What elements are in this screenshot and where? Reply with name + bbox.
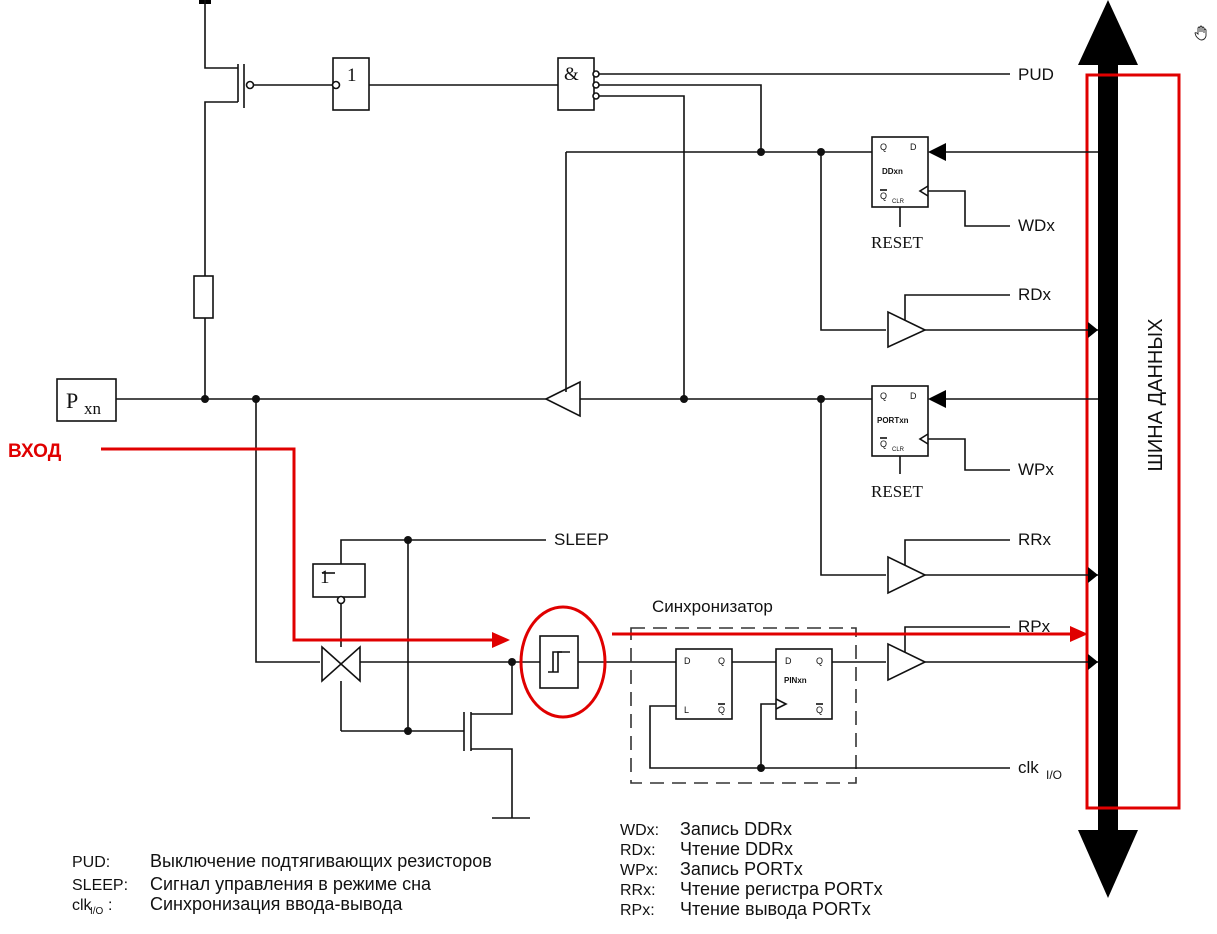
sleep-label: SLEEP [554,530,609,549]
svg-text::: : [108,897,112,914]
svg-text:Q: Q [880,391,887,401]
svg-text:Q: Q [880,439,887,449]
svg-text:SLEEP:: SLEEP: [72,877,128,894]
svg-text:WPx:: WPx: [620,862,658,879]
svg-text:D: D [785,656,792,666]
ddxn-register: Q D DDxn Q CLR [565,136,1098,380]
svg-text:RPx:: RPx: [620,902,655,919]
svg-text:Синхронизация ввода-вывода: Синхронизация ввода-вывода [150,894,403,914]
svg-text:DDxn: DDxn [882,167,903,176]
ddxn-flipflop [871,136,929,208]
rrx-buffer [887,539,1098,595]
wpx-label: WPx [1018,460,1054,479]
svg-text:Чтение вывода PORTx: Чтение вывода PORTx [680,899,871,919]
svg-text:Q: Q [880,191,887,201]
hand-cursor-icon [1194,25,1207,41]
bus-label: ШИНА ДАННЫХ [1145,319,1167,472]
input-annotation-label: ВХОД [8,441,62,462]
svg-text:1: 1 [347,65,357,86]
pullup-resistor [193,275,214,319]
clk-sub-label: I/O [1046,768,1062,782]
svg-text:PORTxn: PORTxn [877,416,909,425]
data-bus [1078,0,1138,898]
svg-text:PINxn: PINxn [784,676,807,685]
svg-text:CLR: CLR [892,447,905,453]
svg-text:Чтение регистра PORTx: Чтение регистра PORTx [680,879,883,899]
svg-text:&: & [564,64,579,85]
svg-text:Q: Q [816,705,823,715]
svg-text:I/O: I/O [90,906,104,917]
reset-portxn-label: RESET [871,482,924,501]
wdx-label: WDx [1018,216,1055,235]
svg-text:L: L [684,705,689,715]
svg-text:D: D [910,142,917,152]
svg-text:Запись DDRx: Запись DDRx [680,819,792,839]
synchronizer-frame [630,627,857,784]
svg-text:RDx:: RDx: [620,842,656,859]
legend-right: WDx: Запись DDRx RDx: Чтение DDRx WPx: З… [620,819,883,919]
svg-text:1: 1 [320,567,330,588]
input-path: 1 [255,399,546,819]
svg-text:Q: Q [816,656,823,666]
sync-latch: D Q L Q [675,648,776,720]
svg-text:clk: clk [72,897,93,914]
svg-text:PUD:: PUD: [72,854,110,871]
svg-text:CLR: CLR [892,199,905,205]
synchronizer-label: Синхронизатор [652,597,773,616]
svg-text:Q: Q [718,656,725,666]
schmitt-trigger [539,635,676,689]
svg-text:Сигнал управления в режиме сна: Сигнал управления в режиме сна [150,874,432,894]
reset-ddxn-label: RESET [871,233,924,252]
bus-highlight-frame [1085,73,1181,810]
svg-text:D: D [910,391,917,401]
pinxn-flipflop: D Q PINxn Q [775,648,886,720]
pud-label: PUD [1018,65,1054,84]
and-gate-top: & [557,57,1010,399]
svg-text:Чтение DDRx: Чтение DDRx [680,839,793,859]
svg-text:RRx:: RRx: [620,882,656,899]
rdx-buffer [887,294,1098,349]
rpx-label: RPx [1018,617,1051,636]
schmitt-highlight-circle [519,605,607,719]
sleep-inverter [312,563,366,598]
svg-text:Q: Q [718,705,725,715]
svg-text:D: D [684,656,691,666]
svg-text:xn: xn [84,399,102,418]
legend-left: PUD: Выключение подтягивающих резисторов… [72,851,492,917]
portxn-register: Q D PORTxn Q CLR [820,385,1098,576]
svg-text:P: P [66,388,78,413]
svg-text:Q: Q [880,142,887,152]
or-gate-top: 1 [331,57,558,111]
output-driver [544,380,581,418]
rrx-label: RRx [1018,530,1052,549]
svg-text:WDx:: WDx: [620,822,659,839]
input-path-highlight-arrow [101,447,1088,648]
clk-label: clk [1018,758,1039,777]
pullup-network [193,0,333,399]
svg-text:Запись PORTx: Запись PORTx [680,859,803,879]
rdx-label: RDx [1018,285,1052,304]
pin-pad: P xn [56,378,117,422]
rpx-buffer [887,626,1098,682]
svg-text:Выключение подтягивающих резис: Выключение подтягивающих резисторов [150,851,492,871]
